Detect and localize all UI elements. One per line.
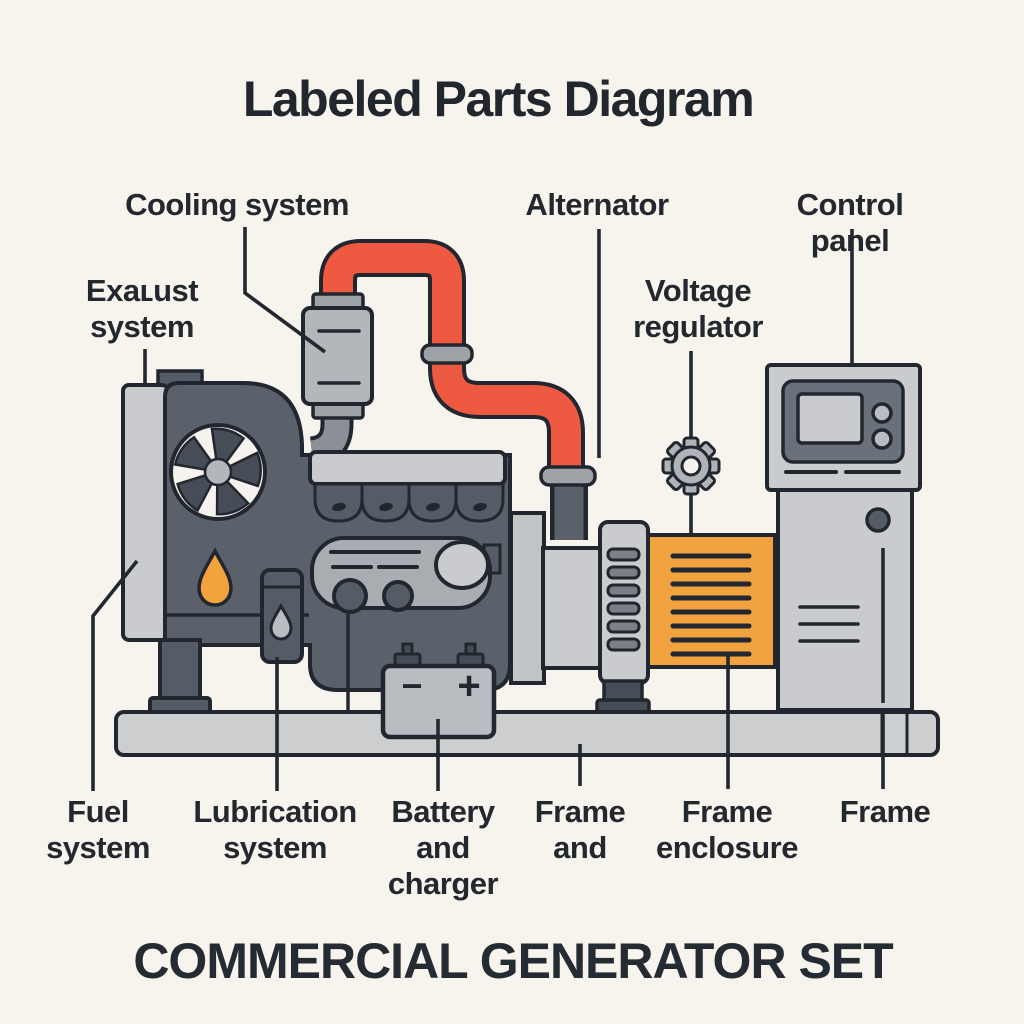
control-panel-head [765, 363, 922, 492]
control-panel-button [871, 428, 893, 450]
engine-side-panel [310, 536, 492, 614]
power-button [865, 507, 891, 533]
label-voltage-regulator: Voltage regulator [633, 273, 763, 344]
coolant-pipe [319, 239, 585, 474]
battery-minus-label: − [401, 665, 422, 706]
voltage-regulator-enclosure [646, 533, 777, 669]
label-control-panel: Control panel [796, 187, 904, 258]
label-frame-and: Frame and [534, 794, 626, 865]
pipe-clamp-upper [420, 343, 474, 365]
leader-fuel-system [91, 559, 139, 791]
frame-base [114, 710, 940, 757]
radiator [121, 383, 170, 642]
cylinder-heads [313, 482, 505, 523]
label-lubrication-system: Lubrication system [193, 794, 357, 865]
label-alternator: Alternator [525, 187, 669, 222]
flywheel [434, 540, 490, 590]
page-caption: COMMERCIAL GENERATOR SET [133, 933, 893, 989]
exhaust-muffler [301, 292, 374, 420]
control-cabinet [776, 488, 914, 712]
label-exhaust-system: Exaʟust system [85, 273, 199, 344]
cooling-fan-icon [169, 423, 267, 521]
oil-reservoir [260, 568, 304, 664]
battery: − + [380, 642, 497, 740]
battery-plus-label: + [457, 664, 480, 708]
label-fuel-system: Fuel system [46, 794, 150, 865]
label-frame: Frame [839, 794, 931, 829]
alternator-ribs [595, 520, 651, 715]
label-battery-and-charger: Battery and charger [387, 794, 499, 901]
valve-cover [308, 450, 507, 486]
engine-leg [148, 638, 212, 715]
leader-cooling-system [243, 227, 327, 354]
oil-reservoir-drop-icon [269, 602, 293, 641]
page-title: Labeled Parts Diagram [242, 71, 755, 127]
alternator-housing [509, 511, 602, 685]
label-frame-enclosure: Frame enclosure [656, 794, 798, 865]
control-panel-button [871, 402, 893, 424]
pipe-clamp-lower [539, 465, 597, 487]
label-cooling-system: Cooling system [125, 187, 349, 222]
gear-icon [661, 436, 721, 496]
oil-drop-icon [197, 547, 233, 607]
leader-lines [91, 227, 885, 791]
control-panel-screen [796, 392, 864, 445]
